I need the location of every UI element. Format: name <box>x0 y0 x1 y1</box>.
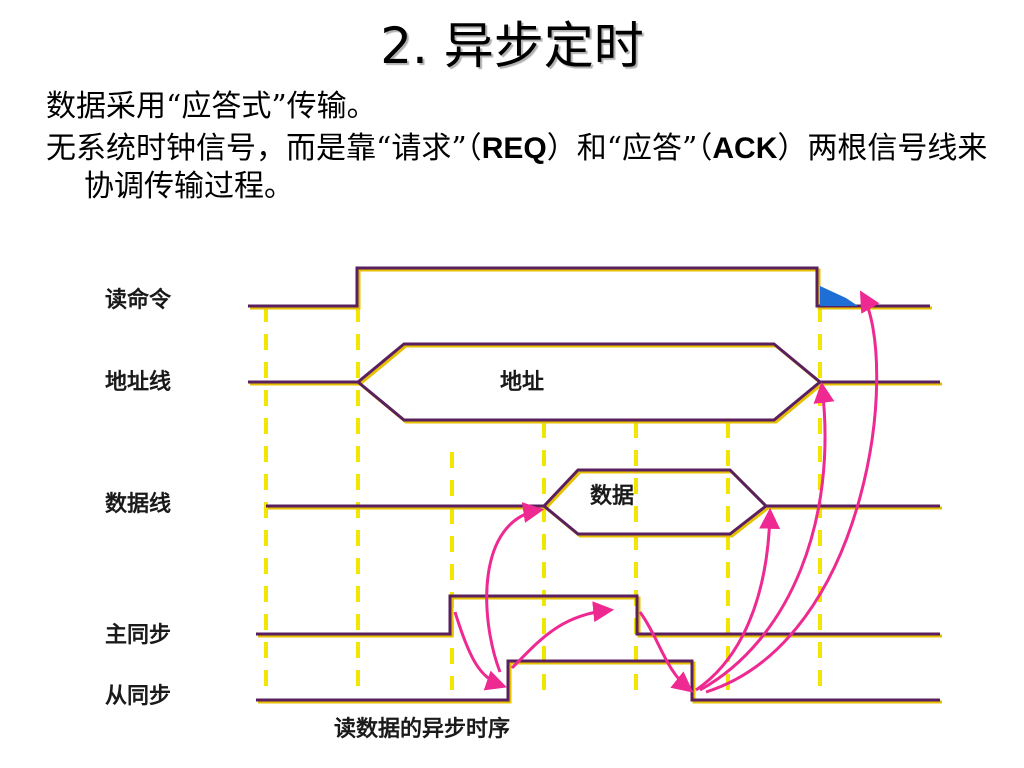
handshake-arrow <box>510 601 615 670</box>
address-box-label: 地址 <box>500 369 544 395</box>
waveform-slave-sync <box>256 659 940 702</box>
bullet-list: 数据采用“应答式”传输。 无系统时钟信号，而是靠“请求”（REQ）和“应答”（A… <box>46 88 1006 210</box>
signal-label-read: 读命令 <box>105 287 172 313</box>
read-edge-fill <box>820 286 858 306</box>
bullet-2-text-b: ）和“应答”（ <box>546 131 713 166</box>
waveform-shadows <box>250 268 942 704</box>
handshake-arrows <box>453 290 880 694</box>
ack-term: ACK <box>712 132 778 165</box>
waveform-master-sync <box>256 594 940 636</box>
slide-title: 2. 异步定时 <box>380 17 644 75</box>
handshake-arrow <box>695 507 781 692</box>
guide-lines <box>264 306 822 690</box>
data-box-label: 数据 <box>590 483 634 509</box>
bullet-1-text: 数据采用“应答式”传输。 <box>46 89 377 124</box>
bullet-2: 无系统时钟信号，而是靠“请求”（REQ）和“应答”（ACK）两根信号线来协调传输… <box>46 130 1006 206</box>
handshake-arrow <box>485 502 545 673</box>
handshake-arrow <box>699 381 835 692</box>
signal-label-data: 数据线 <box>105 491 171 517</box>
signal-label-master: 主同步 <box>105 622 171 648</box>
bullet-2-text-c: ）两根信号线来协调传输过程。 <box>84 131 988 204</box>
bullet-1: 数据采用“应答式”传输。 <box>46 88 1006 126</box>
waveform-address <box>248 342 940 422</box>
handshake-arrow <box>705 290 880 694</box>
bullet-2-text-a: 无系统时钟信号，而是靠“请求”（ <box>46 131 482 166</box>
handshake-arrow <box>638 611 694 693</box>
req-term: REQ <box>481 132 547 165</box>
waveform-data <box>266 468 940 536</box>
handshake-arrow <box>453 611 507 691</box>
diagram-caption: 读数据的异步时序 <box>334 716 510 742</box>
signal-label-address: 地址线 <box>105 369 171 395</box>
signal-label-slave: 从同步 <box>105 683 171 709</box>
